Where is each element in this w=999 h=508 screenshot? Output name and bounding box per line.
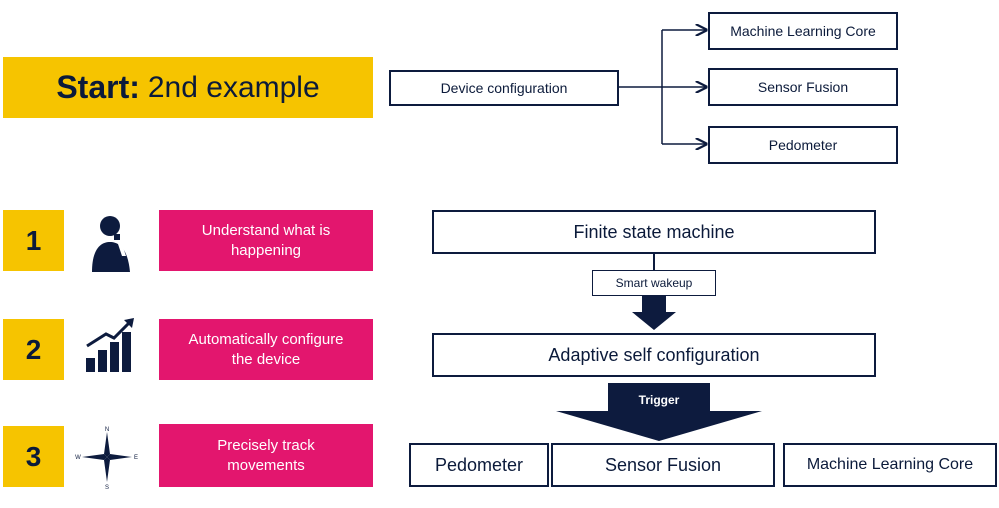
- compass-e: E: [134, 455, 138, 461]
- smart-wakeup-label: Smart wakeup: [615, 276, 693, 290]
- top-machine-learning-core-label: Machine Learning Core: [730, 23, 876, 39]
- top-pedometer-label: Pedometer: [768, 137, 838, 153]
- finite-state-machine-box: Finite state machine: [432, 210, 876, 254]
- header-title-bold: Start:: [56, 69, 140, 105]
- top-sensor-fusion-label: Sensor Fusion: [757, 79, 849, 95]
- compass-n: N: [105, 427, 109, 433]
- smart-wakeup-box: Smart wakeup: [592, 270, 716, 296]
- smart-wakeup-arrow: [632, 296, 676, 330]
- step-3-text-line1: Precisely track: [217, 436, 315, 454]
- top-pedometer-box: Pedometer: [708, 126, 898, 164]
- machine-learning-core-box: Machine Learning Core: [783, 443, 997, 487]
- header-title-rest: 2nd example: [147, 70, 320, 104]
- adaptive-self-configuration-label: Adaptive self configuration: [548, 344, 760, 365]
- compass-w: W: [75, 455, 81, 461]
- step-1-text-line1: Understand what is: [201, 221, 331, 239]
- machine-learning-core-label: Machine Learning Core: [806, 456, 974, 473]
- step-2-text-line2: the device: [231, 350, 301, 368]
- step-2-text-line1: Automatically configure: [188, 330, 344, 348]
- header-banner: Start: 2nd example: [3, 57, 373, 118]
- compass-s: S: [105, 485, 109, 490]
- step-3-number: 3: [3, 426, 64, 487]
- pedometer-box: Pedometer: [409, 443, 549, 487]
- compass-icon: N S E W: [74, 424, 140, 491]
- finite-state-machine-label: Finite state machine: [573, 221, 735, 242]
- step-2-number: 2: [3, 319, 64, 380]
- step-3-text-line2: movements: [227, 456, 305, 474]
- trigger-label: Trigger: [638, 393, 680, 407]
- top-machine-learning-core-box: Machine Learning Core: [708, 12, 898, 50]
- trigger-arrow: [556, 383, 762, 441]
- device-configuration-box: Device configuration: [389, 70, 619, 106]
- step-1-text-line2: happening: [230, 241, 302, 259]
- device-configuration-label: Device configuration: [440, 80, 568, 96]
- sensor-fusion-label: Sensor Fusion: [604, 454, 722, 475]
- step-1-text: Understand what is happening: [159, 210, 373, 271]
- sensor-fusion-box: Sensor Fusion: [551, 443, 775, 487]
- step-2-text: Automatically configure the device: [159, 319, 373, 380]
- step-3-text: Precisely track movements: [159, 424, 373, 487]
- top-sensor-fusion-box: Sensor Fusion: [708, 68, 898, 106]
- adaptive-self-configuration-box: Adaptive self configuration: [432, 333, 876, 377]
- thinking-person-icon: [86, 212, 136, 272]
- pedometer-label: Pedometer: [434, 454, 524, 475]
- step-1-number: 1: [3, 210, 64, 271]
- growth-chart-icon: [84, 316, 136, 374]
